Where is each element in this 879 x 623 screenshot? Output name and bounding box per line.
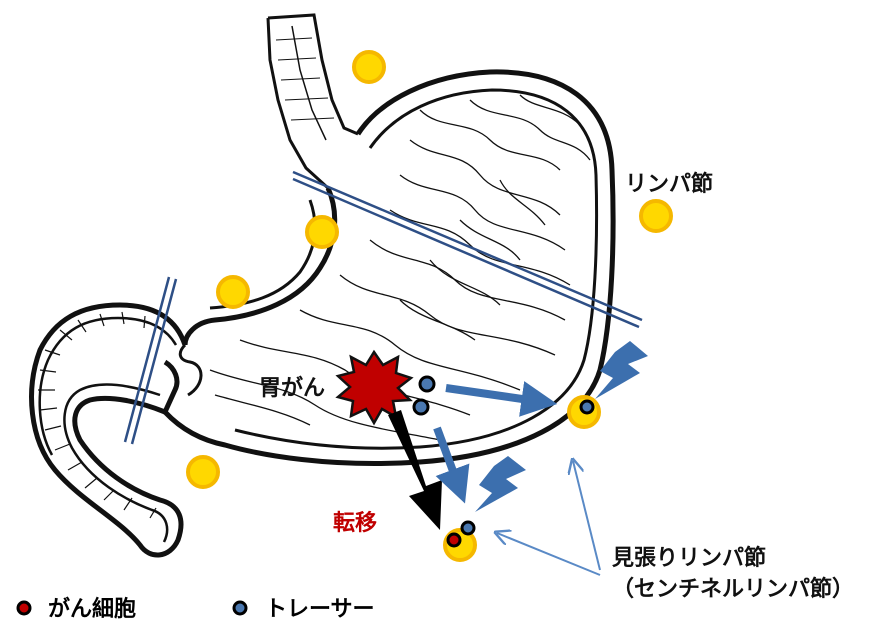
legend-tracer-marker [234,602,246,614]
tracers [414,377,593,534]
lymph-node-label: リンパ節 [625,166,713,198]
tracer-dot [581,401,593,413]
sentinel-label-line2: （センチネルリンパ節） [612,574,854,605]
lymph-node [218,277,248,307]
lymph-node [188,457,218,487]
legend-tracer: トレーサー [265,591,375,623]
tracer-dot [420,377,434,391]
tracer-dot [462,522,474,534]
duodenum [32,305,185,555]
lymph-nodes [188,52,671,560]
lymph-node [307,217,337,247]
legend-cancer-cell: がん細胞 [48,591,136,623]
lymph-node [641,201,671,231]
tracer-dot [414,400,428,414]
sentinel-pointers [497,461,600,575]
sentinel-lymph-node-label: 見張りリンパ節 （センチネルリンパ節） [612,543,854,605]
lymph-node [354,52,384,82]
sentinel-label-line1: 見張りリンパ節 [612,543,854,574]
legend-cancer-cell-marker [18,602,30,614]
lightning-icon [475,456,526,512]
metastasis-arrow [388,410,442,530]
metastasis-label: 転移 [333,505,377,537]
cancer-cell-dot [448,534,460,546]
esophagus [268,15,358,188]
gastric-cancer-label: 胃がん [259,370,325,402]
